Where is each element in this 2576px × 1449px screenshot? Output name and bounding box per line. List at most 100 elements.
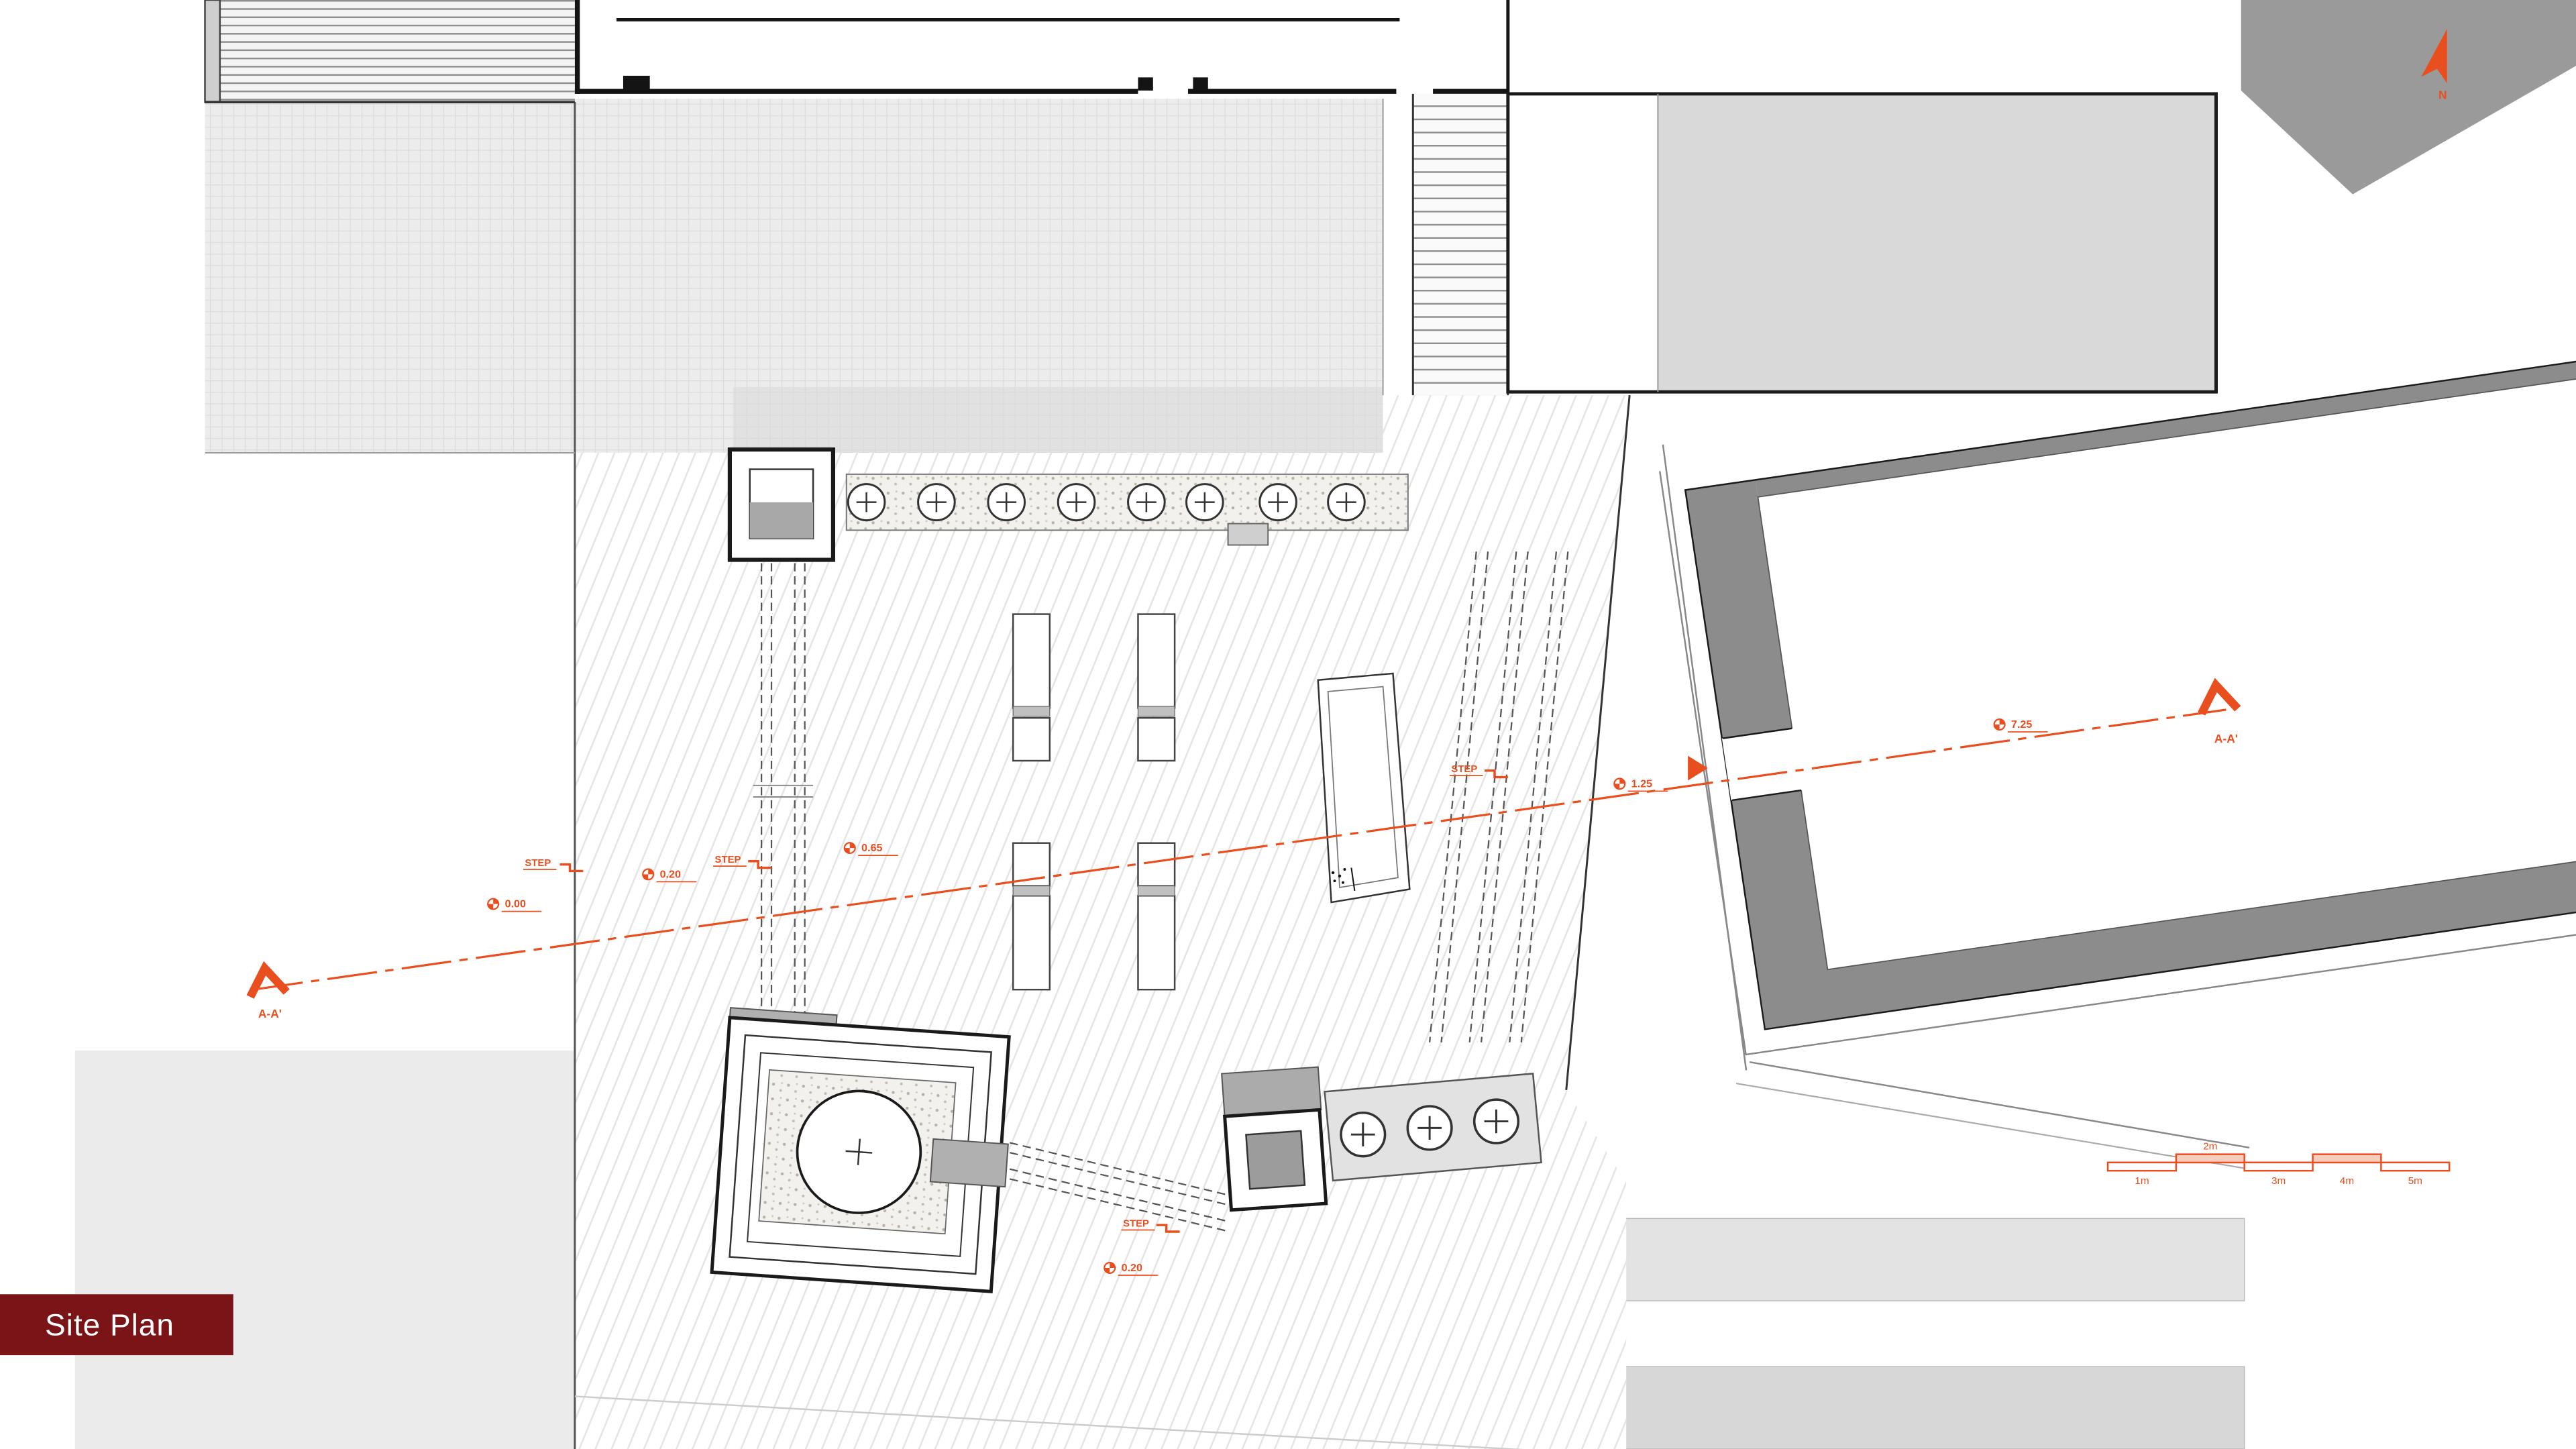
walkway-edges [1662, 444, 2250, 1170]
step-dash-line [1509, 551, 1558, 1042]
spiral-planter [710, 1007, 1011, 1293]
step-dash-line [1468, 551, 1517, 1042]
column [1138, 77, 1153, 91]
terrace-step-upper [1623, 1218, 2245, 1301]
north-arrow: N [2421, 29, 2447, 101]
lower-left-paving [74, 1051, 575, 1449]
shadow-band [733, 386, 1383, 453]
scale-label-1m: 1m [2135, 1175, 2149, 1187]
level-value: 0.20 [660, 868, 681, 880]
building-main-outer-line [1658, 471, 2576, 1056]
level-symbol-icon [642, 868, 655, 881]
spiral-grey-block-right [929, 1138, 1009, 1188]
water-feature-inner [1327, 686, 1399, 889]
ramp-vertical [753, 563, 814, 1067]
ramp-rail [1009, 1142, 1230, 1197]
level-marker: 7.25 [1993, 718, 2048, 733]
tree-icon [1185, 483, 1224, 522]
scale-label-5m: 5m [2408, 1175, 2422, 1187]
entry-arrow-icon [1688, 755, 1708, 781]
bench [1012, 716, 1051, 762]
scale-bar-segment [2312, 1153, 2382, 1164]
planter-box-grey-block [1221, 1066, 1322, 1118]
walkway-edge-line [1662, 444, 1748, 1071]
bench-cap [1137, 706, 1175, 717]
stairs-centre [1411, 93, 1509, 396]
section-arrow-start [246, 961, 290, 999]
level-symbol-icon [1613, 777, 1626, 790]
tree-icon [1340, 1111, 1387, 1158]
level-symbol-icon [843, 841, 856, 855]
section-label-end: A-A' [2214, 732, 2238, 745]
step-marker: STEP [713, 855, 773, 869]
building-main-wall-bottom [1758, 827, 2576, 1028]
building-top [574, 0, 1510, 94]
north-needle-icon [2421, 29, 2447, 84]
scale-bar-segment [2243, 1161, 2314, 1172]
bench-cap [1137, 885, 1175, 896]
steps-right-cluster [1429, 551, 1569, 1042]
level-symbol-icon [1104, 1261, 1116, 1275]
level-marker: 0.20 [1104, 1261, 1159, 1276]
bench [1137, 842, 1176, 887]
tree-icon [847, 483, 886, 522]
level-marker: 0.00 [487, 898, 542, 912]
building-main-wall-top [1755, 338, 2576, 497]
planter-strip-top [845, 473, 1409, 546]
bench [1012, 613, 1051, 709]
ramp-rail [1009, 1178, 1230, 1233]
door-jamb [1731, 789, 1802, 802]
stair-side-wall [204, 0, 221, 103]
scale-label-2m: 2m [2203, 1140, 2217, 1152]
step-label: STEP [525, 858, 551, 869]
building-top-right-floor [1507, 93, 1658, 392]
ramp-rail [1009, 1152, 1230, 1206]
water-feature-mark [1350, 867, 1356, 892]
tree-icon [1057, 483, 1096, 522]
title-box [0, 1294, 233, 1356]
level-value: 7.25 [2011, 718, 2032, 731]
bench [1137, 895, 1176, 991]
level-marker: 1.25 [1613, 777, 1668, 792]
building-top-right-roof [1658, 93, 2216, 392]
stairs-top-left [204, 0, 575, 104]
stairs-centre-treads [1413, 99, 1508, 396]
water-feature-outline [1317, 672, 1411, 904]
scale-bar-segment [2106, 1161, 2178, 1172]
walkway-edge-line [1735, 1083, 2250, 1170]
column [623, 75, 650, 91]
level-symbol-icon [487, 898, 500, 910]
building-main-door-gap [1721, 728, 1803, 801]
planter-box-shadow [749, 502, 814, 539]
step-dash-line [1440, 551, 1489, 1042]
benches [1012, 613, 1176, 991]
building-top-right-outline [1506, 92, 2218, 394]
step-marker: STEP [1449, 764, 1509, 779]
terrace-step-lower [1623, 1366, 2245, 1449]
building-top-floor [574, 0, 1508, 94]
section-line [253, 708, 2226, 991]
bench-cap [1012, 706, 1051, 717]
tree-icon [1127, 483, 1166, 522]
roof-band-top-right [2241, 0, 2576, 195]
scale-bar-segment [2175, 1153, 2245, 1164]
north-label: N [2438, 88, 2447, 101]
tree-icon [1406, 1105, 1453, 1151]
tree-icon [917, 483, 956, 522]
level-marker: 0.65 [843, 841, 898, 856]
ramp-diagonal [1009, 1142, 1230, 1233]
section-label-start: A-A' [258, 1007, 282, 1020]
column [1193, 77, 1208, 91]
tree-icon [987, 483, 1026, 522]
bench-cap [1012, 885, 1051, 896]
water-feature [1317, 672, 1411, 904]
step-marker: STEP [523, 858, 585, 873]
level-symbol-icon [1993, 718, 2006, 731]
plaza-right-edge [1565, 394, 1631, 1091]
step-label: STEP [715, 855, 741, 865]
level-value: 1.25 [1631, 777, 1652, 790]
level-value: 0.20 [1122, 1262, 1142, 1274]
level-marker: 0.20 [642, 868, 697, 883]
step-marker: STEP [1121, 1219, 1181, 1233]
planter-bottom [1221, 1066, 1542, 1212]
